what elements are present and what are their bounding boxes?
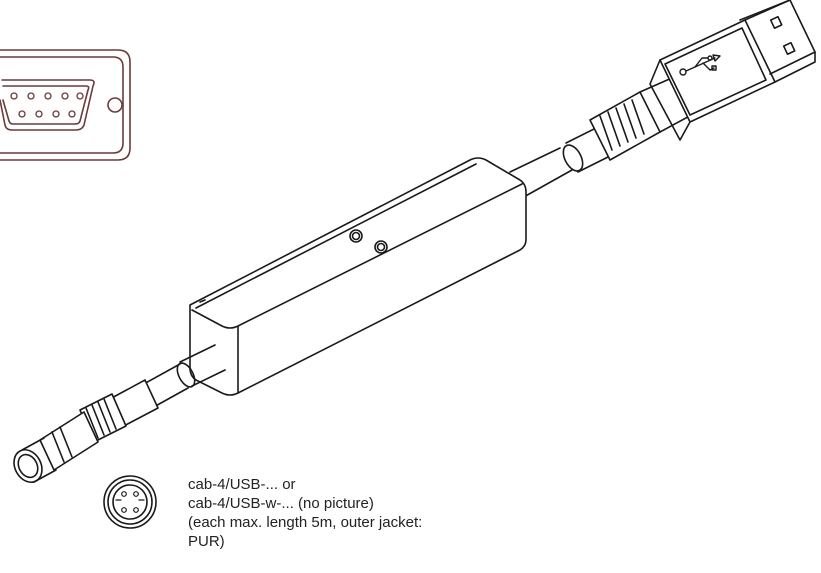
cable-description-caption: cab-4/USB-... or cab-4/USB-w-... (no pic… (188, 475, 508, 551)
cable-lower (141, 344, 226, 409)
usb-a-plug (649, 0, 816, 141)
m8-connector (13, 379, 159, 484)
usb-symbol-icon (679, 54, 721, 76)
m8-front-view (103, 475, 157, 529)
caption-line-4: PUR) (188, 533, 225, 550)
caption-line-3: (each max. length 5m, outer jacket: (188, 514, 423, 531)
dsub-pins (10, 92, 84, 118)
dsub9-connector (0, 49, 131, 161)
caption-line-2: cab-4/USB-w-... (no picture) (188, 495, 374, 512)
caption-line-1: cab-4/USB-... or (188, 476, 296, 493)
converter-box (189, 157, 527, 396)
